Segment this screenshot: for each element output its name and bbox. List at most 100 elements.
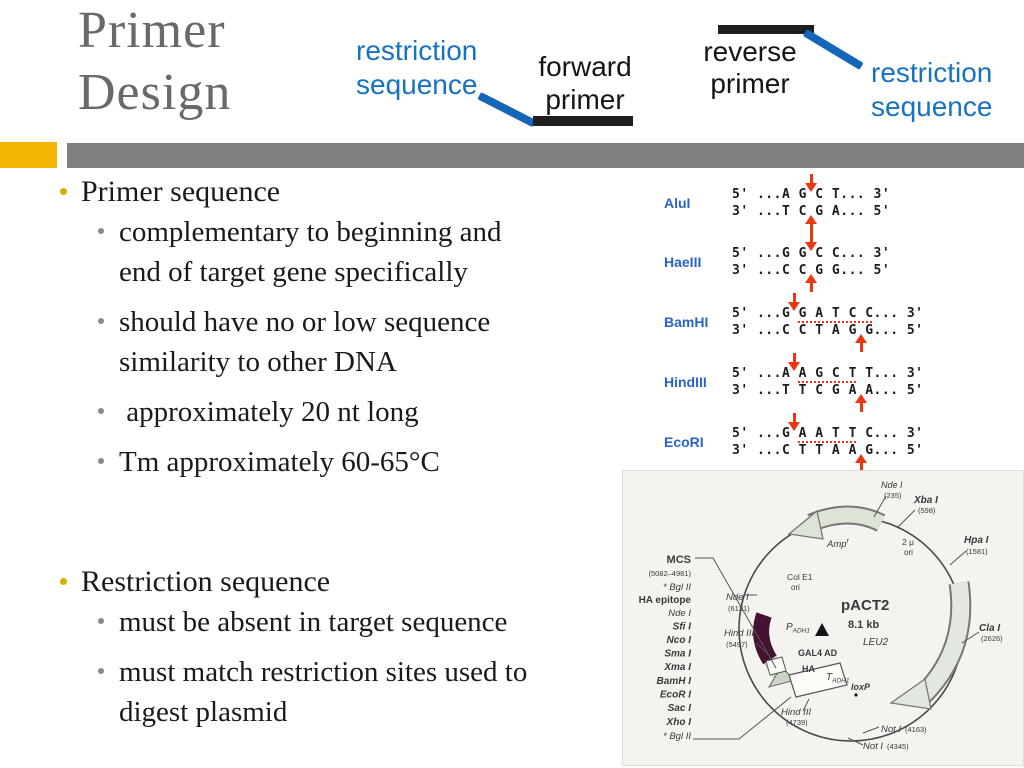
reverse-primer-label: reverse primer bbox=[695, 36, 805, 100]
enzyme-row-bamhi: BamHI 5' ...G G A T C C... 3' 3' ...C C … bbox=[664, 293, 954, 358]
site-not4163-pos: (4163) bbox=[905, 725, 927, 734]
enzyme-name: HindIII bbox=[664, 374, 707, 390]
col-e1-label: Col E1 bbox=[787, 572, 813, 582]
cut-arrow-up-icon bbox=[805, 274, 817, 292]
item-line: must match restriction sites used to bbox=[119, 656, 528, 688]
site-hpa1581-name: Hpa I bbox=[964, 535, 989, 546]
mcs-item: HA epitope bbox=[639, 595, 692, 606]
site-hind4739-pos: (4739) bbox=[786, 718, 808, 727]
enzyme-name: EcoRI bbox=[664, 434, 704, 450]
section-spacer bbox=[60, 492, 626, 562]
mcs-leader-line-top bbox=[695, 557, 777, 669]
mcs-item: Xho I bbox=[666, 717, 692, 728]
heading-text: Primer sequence bbox=[81, 175, 281, 208]
sequence-bottom: 3' ...C C T A G G... 5' bbox=[732, 323, 924, 338]
amp-text: Amp bbox=[826, 539, 847, 550]
mcs-item: Sfi I bbox=[673, 622, 692, 633]
list-item: complementary to beginning and end of ta… bbox=[98, 212, 626, 292]
title-line-1: Primer bbox=[78, 2, 226, 59]
site-nde6131-name: Nde I bbox=[726, 592, 749, 603]
enzyme-name: HaeIII bbox=[664, 254, 702, 270]
enzyme-name: BamHI bbox=[664, 314, 709, 330]
item-text: should have no or low sequence similarit… bbox=[119, 302, 490, 382]
heading-text: Restriction sequence bbox=[81, 565, 331, 598]
enzyme-row-hindiii: HindIII 5' ...A A G C T T... 3' 3' ...T … bbox=[664, 353, 954, 418]
loxp-label: loxP bbox=[851, 682, 871, 692]
site-not4345-pos: (4345) bbox=[887, 742, 909, 751]
leu2-arrowhead bbox=[889, 677, 932, 710]
amp-label: Ampr bbox=[826, 538, 850, 550]
item-text: approximately 20 nt long bbox=[119, 392, 419, 432]
site-xba598-name: Xba I bbox=[913, 495, 938, 506]
site-hind5497-pos: (5497) bbox=[726, 640, 748, 649]
mcs-item: Sma I bbox=[664, 649, 691, 660]
enzyme-row-ecori: EcoRI 5' ...G A A T T C... 3' 3' ...C T … bbox=[664, 413, 954, 478]
item-line: Tm approximately 60-65°C bbox=[119, 446, 440, 478]
cut-arrow-up-icon bbox=[805, 215, 817, 233]
amp-arrowhead bbox=[787, 509, 824, 540]
plasmid-name-label: pACT2 bbox=[841, 597, 889, 614]
item-line: digest plasmid bbox=[119, 696, 288, 728]
bullet-list: Primer sequence complementary to beginni… bbox=[60, 172, 626, 742]
overhang-dotted-underline bbox=[798, 441, 856, 443]
p-adh1-sub: ADH1 bbox=[792, 628, 811, 635]
site-xba598-pos: (598) bbox=[918, 506, 936, 515]
item-line: complementary to beginning and bbox=[119, 216, 502, 248]
bullet-dot bbox=[98, 318, 104, 324]
cut-arrow-down-icon bbox=[788, 413, 800, 431]
label-text: sequence bbox=[871, 91, 993, 122]
site-nde6131-pos: (6131) bbox=[728, 604, 750, 613]
cut-arrow-up-icon bbox=[855, 394, 867, 412]
triangle-marker-icon bbox=[815, 623, 829, 636]
sequence-top: 5' ...G G C C... 3' bbox=[732, 246, 891, 261]
t-adh1-text: T bbox=[826, 672, 833, 683]
gal4ad-arrowhead bbox=[767, 666, 797, 688]
item-text: Tm approximately 60-65°C bbox=[119, 442, 440, 482]
cut-arrow-up-icon bbox=[855, 334, 867, 352]
site-hpa1581-pos: (1581) bbox=[966, 547, 988, 556]
list-item: approximately 20 nt long bbox=[98, 392, 626, 432]
sequence-top: 5' ...A G C T... 3' bbox=[732, 187, 891, 202]
cut-arrow-down-icon bbox=[788, 353, 800, 371]
gal4ad-promoter-band bbox=[753, 612, 777, 665]
restriction-sub-items: must be absent in target sequence must m… bbox=[98, 602, 626, 732]
tick-xba598 bbox=[896, 509, 916, 529]
cut-arrow-up-icon bbox=[855, 454, 867, 472]
list-item: must match restriction sites used to dig… bbox=[98, 652, 626, 732]
enzyme-row-alui: AluI 5' ...A G C T... 3' 3' ...T C G A..… bbox=[664, 174, 954, 239]
mcs-title: MCS bbox=[667, 554, 691, 566]
page-title: Primer Design bbox=[78, 0, 231, 124]
site-hind4739-name: Hind III bbox=[781, 707, 811, 718]
plasmid-map-figure: pACT2 8.1 kb Ampr 2 μ ori Col E1 ori LEU… bbox=[622, 470, 1024, 766]
label-text: restriction bbox=[871, 57, 993, 88]
reverse-primer-bar bbox=[718, 25, 814, 34]
col-e1-ori-label: ori bbox=[791, 583, 800, 592]
p-adh1-label: PADH1 bbox=[786, 622, 810, 635]
forward-primer-label: forward primer bbox=[525, 50, 645, 116]
bullet-dot bbox=[60, 188, 67, 195]
label-text: reverse bbox=[703, 36, 797, 67]
sequence-top: 5' ...G A A T T C... 3' bbox=[732, 426, 924, 441]
t-adh1-sub: ADH1 bbox=[831, 678, 850, 685]
site-cla2626-pos: (2626) bbox=[981, 634, 1003, 643]
bullet-dot bbox=[98, 458, 104, 464]
leu2-label: LEU2 bbox=[863, 637, 888, 648]
item-line: approximately 20 nt long bbox=[119, 396, 419, 428]
item-line: must be absent in target sequence bbox=[119, 606, 508, 638]
label-text: primer bbox=[545, 84, 625, 115]
label-text: sequence bbox=[356, 69, 478, 100]
site-not4345-name: Not I bbox=[863, 741, 883, 752]
sequence-bottom: 3' ...T T C G A A... 5' bbox=[732, 383, 924, 398]
site-cla2626-name: Cla I bbox=[979, 623, 1000, 634]
accent-bar-yellow bbox=[0, 142, 57, 168]
mcs-item: EcoR I bbox=[660, 690, 691, 701]
restriction-sequence-label-right: restriction sequence bbox=[871, 56, 992, 124]
label-text: forward bbox=[538, 51, 632, 82]
gal4-ad-label: GAL4 AD bbox=[798, 648, 838, 658]
tick-not4345 bbox=[847, 737, 864, 746]
mcs-range: (5082–4981) bbox=[648, 569, 691, 578]
site-not4163-name: Not I bbox=[881, 724, 901, 735]
enzyme-row-haeiii: HaeIII 5' ...G G C C... 3' 3' ...C C G G… bbox=[664, 233, 954, 298]
item-text: complementary to beginning and end of ta… bbox=[119, 212, 502, 292]
